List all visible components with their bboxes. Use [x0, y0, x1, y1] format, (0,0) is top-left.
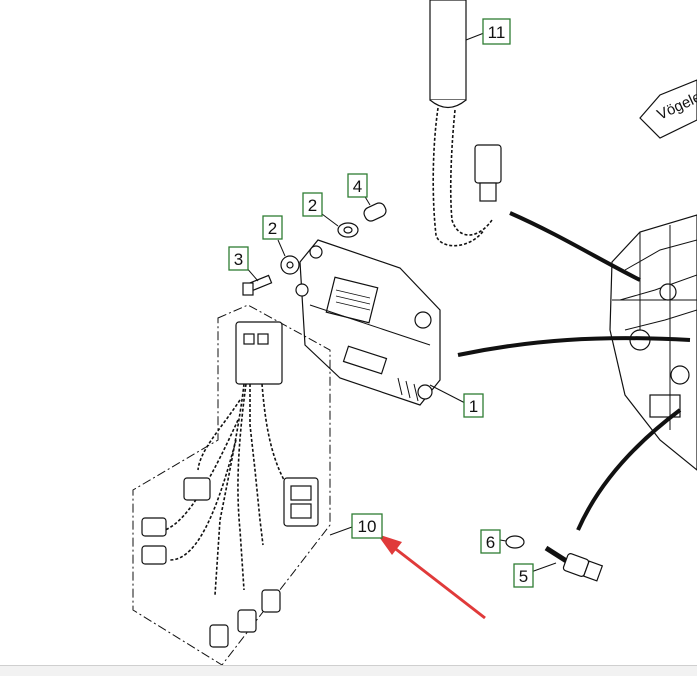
- svg-text:4: 4: [353, 177, 362, 196]
- callout-5: 5: [513, 563, 534, 588]
- svg-text:3: 3: [234, 250, 243, 269]
- callout-2-upper: 2: [302, 192, 323, 217]
- sensor-part-5: [530, 545, 604, 582]
- washer-part-2-lower: [277, 239, 300, 275]
- callout-1: 1: [463, 393, 484, 418]
- svg-text:6: 6: [486, 533, 495, 552]
- svg-text:11: 11: [488, 23, 506, 42]
- svg-text:10: 10: [358, 517, 377, 536]
- engine-block: [609, 214, 697, 471]
- callout-4: 4: [347, 173, 368, 198]
- bottom-scroll-strip: [0, 665, 697, 676]
- svg-text:2: 2: [308, 196, 317, 215]
- wiring-harness-part-10: [132, 304, 353, 666]
- callout-11: 11: [482, 18, 511, 45]
- svg-text:2: 2: [268, 219, 277, 238]
- o-ring-part-6: [499, 535, 525, 549]
- svg-text:1: 1: [469, 397, 478, 416]
- sleeve-part-4: [363, 194, 387, 222]
- cable-tube-part-11: [429, 0, 502, 247]
- red-pointer-arrow: [377, 534, 486, 620]
- cable-to-engine-upper: [509, 211, 641, 282]
- cable-to-engine-lower: [576, 408, 682, 531]
- washer-part-2-upper: [321, 213, 359, 238]
- callout-3: 3: [228, 246, 249, 271]
- ecu-module-part-1: [295, 239, 468, 406]
- svg-text:5: 5: [519, 567, 528, 586]
- callout-10: 10: [351, 513, 383, 539]
- cable-to-engine-middle: [457, 336, 691, 357]
- brand-arrow-label: Vögele: [639, 79, 697, 139]
- callout-6: 6: [480, 529, 501, 554]
- callout-2-lower: 2: [262, 215, 283, 240]
